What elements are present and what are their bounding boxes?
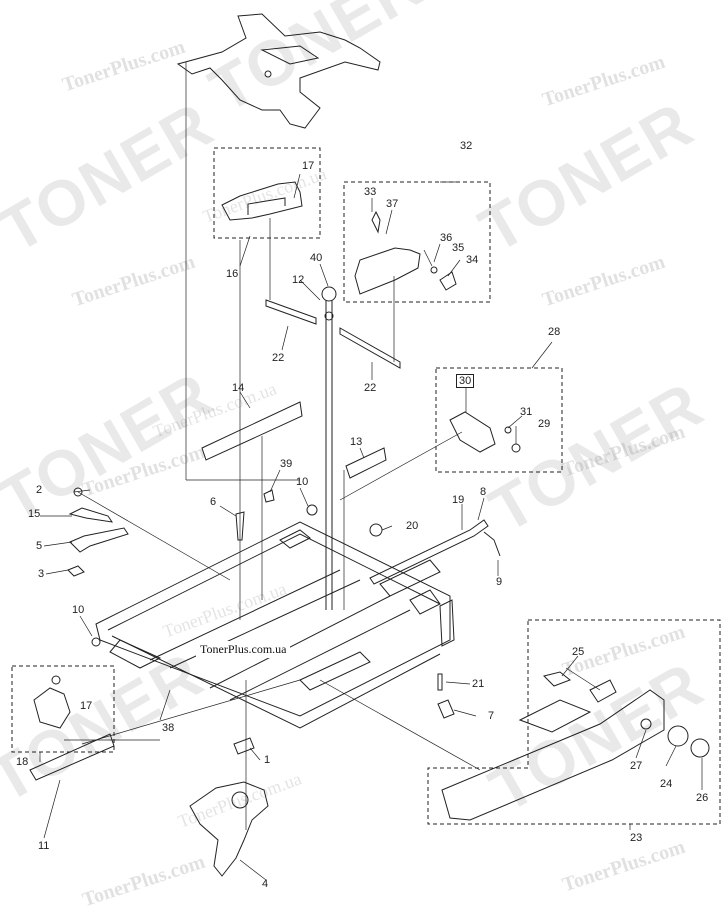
callout-27: 27 <box>630 760 643 772</box>
callout-8: 8 <box>480 486 487 498</box>
screw-6 <box>235 511 245 541</box>
callout-6: 6 <box>210 496 217 508</box>
spring-9 <box>483 531 501 557</box>
callout-33: 33 <box>364 186 377 198</box>
site-banner: TonerPlus.com.ua <box>196 641 291 658</box>
group-box-28 <box>435 367 563 473</box>
chip-1 <box>233 737 255 755</box>
callout-10-left: 10 <box>72 604 85 616</box>
top-plate <box>176 13 381 129</box>
group-box-23 <box>427 619 721 825</box>
callout-34: 34 <box>466 254 479 266</box>
group-box-16 <box>213 147 321 239</box>
arm-5 <box>69 527 129 553</box>
fan-plate-4-hub <box>231 791 249 809</box>
callout-14: 14 <box>232 382 245 394</box>
callout-4: 4 <box>262 878 269 890</box>
roller-assembly-28 <box>449 411 521 453</box>
front-cover-23 <box>441 671 710 821</box>
fan-plate-4 <box>189 781 269 877</box>
knob-20 <box>369 523 383 537</box>
callout-17-top: 17 <box>302 160 315 172</box>
sheet-11 <box>29 733 115 781</box>
callout-19: 19 <box>452 494 465 506</box>
callout-29: 29 <box>538 418 551 430</box>
spring-3 <box>67 565 85 577</box>
callout-23: 23 <box>630 832 643 844</box>
callout-22-left: 22 <box>272 352 285 364</box>
callout-40: 40 <box>310 252 323 264</box>
callout-7: 7 <box>488 710 495 722</box>
gear-10-left <box>91 637 101 647</box>
callout-3: 3 <box>38 568 45 580</box>
sheet-14 <box>201 401 303 461</box>
callout-10-top: 10 <box>296 476 309 488</box>
callout-36: 36 <box>440 232 453 244</box>
callout-21: 21 <box>472 678 485 690</box>
lever-assembly-32 <box>354 210 457 295</box>
tray-body <box>95 521 455 729</box>
guide-part-16 <box>221 181 303 221</box>
callout-30: 30 <box>456 374 475 388</box>
group-box-32 <box>343 181 491 303</box>
leader-lines <box>39 62 703 881</box>
callout-20: 20 <box>406 520 419 532</box>
callout-26: 26 <box>696 792 709 804</box>
callout-1: 1 <box>264 754 271 766</box>
callout-2: 2 <box>36 484 43 496</box>
callout-39: 39 <box>280 458 293 470</box>
pin-21 <box>437 673 443 691</box>
center-shaft <box>321 286 337 610</box>
gear-10-top <box>306 504 318 516</box>
callout-11: 11 <box>38 840 50 852</box>
callout-16: 16 <box>226 268 239 280</box>
callout-25: 25 <box>572 646 585 658</box>
callout-13: 13 <box>350 436 363 448</box>
callout-38: 38 <box>162 722 175 734</box>
callout-12: 12 <box>292 274 305 286</box>
callout-32: 32 <box>460 140 473 152</box>
callout-24: 24 <box>660 778 673 790</box>
callout-9: 9 <box>496 576 503 588</box>
callout-5: 5 <box>36 540 43 552</box>
sheet-13 <box>345 447 387 479</box>
rail-22-right <box>339 327 401 369</box>
callout-17-left: 17 <box>80 700 93 712</box>
guide-rod-19 <box>369 519 489 585</box>
rail-22-left <box>265 299 317 325</box>
callout-35: 35 <box>452 242 465 254</box>
callout-22-right: 22 <box>364 382 377 394</box>
group-box-18 <box>11 665 115 753</box>
guide-part-18 <box>33 675 71 729</box>
callout-28: 28 <box>548 326 561 338</box>
callout-37: 37 <box>386 198 399 210</box>
callout-15: 15 <box>28 508 41 520</box>
arm-15 <box>68 507 114 523</box>
callout-18: 18 <box>16 756 29 768</box>
clip-39 <box>263 489 275 503</box>
callout-31: 31 <box>520 406 533 418</box>
bracket-7 <box>437 699 455 719</box>
